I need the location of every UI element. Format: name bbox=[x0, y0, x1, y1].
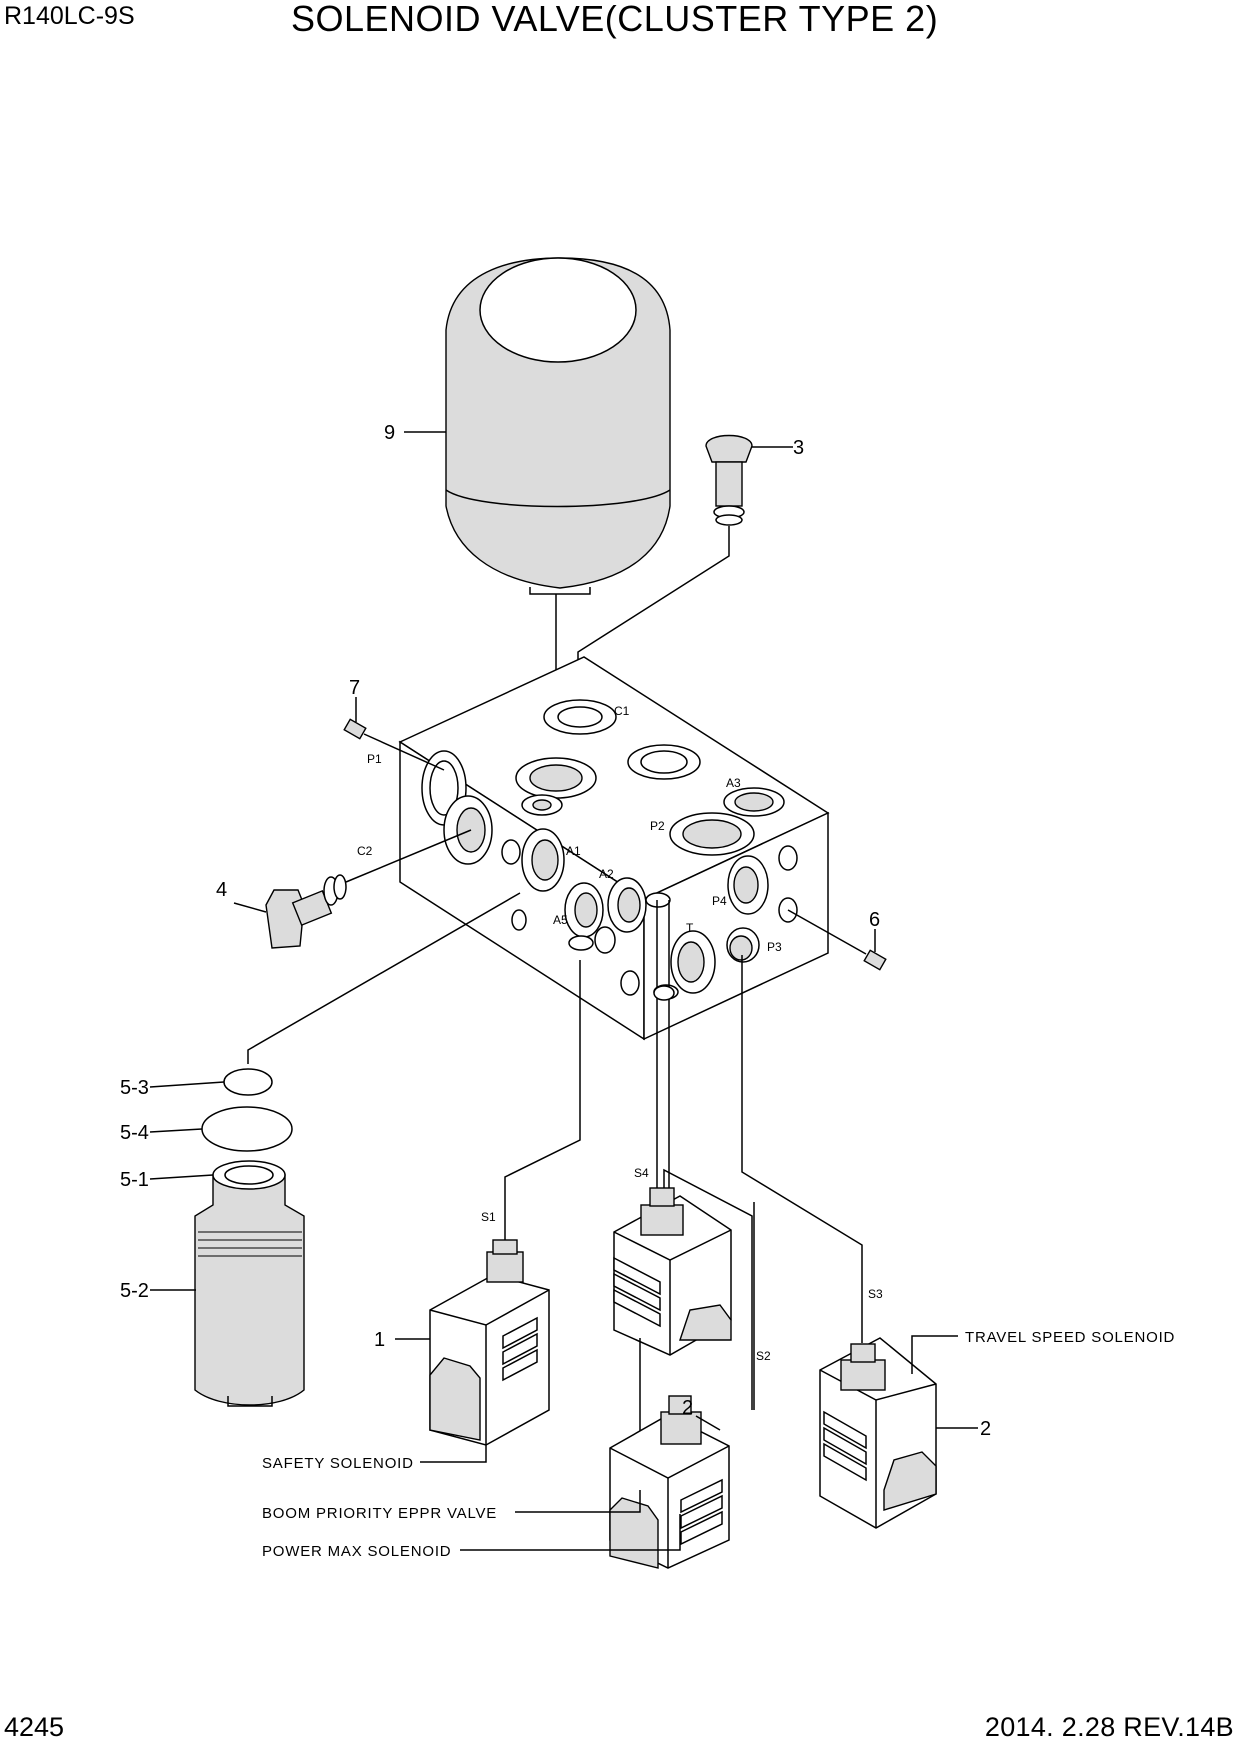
callout-leaders bbox=[149, 431, 793, 1340]
plug-6 bbox=[787, 909, 887, 971]
model-code: R140LC-9S bbox=[4, 2, 135, 30]
port-p4: P4 bbox=[712, 894, 727, 908]
callout-6: 6 bbox=[869, 909, 880, 931]
callout-2-upper: 2 bbox=[682, 1397, 693, 1419]
port-a3: A3 bbox=[726, 776, 741, 790]
plug-7 bbox=[343, 697, 445, 771]
callout-5-3: 5-3 bbox=[120, 1077, 149, 1099]
label-safety-solenoid: SAFETY SOLENOID bbox=[262, 1455, 414, 1472]
port-labels: C1 P1 A3 P2 C2 A1 A2 A5 P4 T P3 S1 S4 S2… bbox=[357, 704, 883, 1363]
callout-5-4: 5-4 bbox=[120, 1122, 149, 1144]
port-c2: C2 bbox=[357, 844, 373, 858]
port-a5: A5 bbox=[553, 913, 568, 927]
port-s1: S1 bbox=[481, 1210, 496, 1224]
port-a2: A2 bbox=[599, 867, 614, 881]
callout-5-1: 5-1 bbox=[120, 1169, 149, 1191]
port-p2: P2 bbox=[650, 819, 665, 833]
connector-bolt-3 bbox=[577, 434, 753, 718]
port-s3: S3 bbox=[868, 1287, 883, 1301]
callout-3: 3 bbox=[793, 437, 804, 459]
callout-9: 9 bbox=[384, 422, 395, 444]
callout-7: 7 bbox=[349, 677, 360, 699]
callout-4: 4 bbox=[216, 879, 227, 901]
callout-2-right: 2 bbox=[980, 1418, 991, 1440]
solenoid-travel-speed bbox=[741, 955, 978, 1529]
port-s4: S4 bbox=[634, 1166, 649, 1180]
label-travel-speed-solenoid: TRAVEL SPEED SOLENOID bbox=[965, 1329, 1175, 1346]
revision-date: 2014. 2.28 REV.14B bbox=[984, 1712, 1234, 1742]
filter-cartridge bbox=[194, 892, 521, 1407]
callout-numbers: 9 3 7 4 6 5-3 5-4 5-1 5-2 1 2 2 bbox=[120, 422, 991, 1440]
page-number: 4245 bbox=[4, 1712, 65, 1742]
callout-5-2: 5-2 bbox=[120, 1280, 149, 1302]
page-title: SOLENOID VALVE(CLUSTER TYPE 2) bbox=[291, 0, 939, 39]
callout-1: 1 bbox=[374, 1329, 385, 1351]
port-p3: P3 bbox=[767, 940, 782, 954]
component-labels: TRAVEL SPEED SOLENOID SAFETY SOLENOID BO… bbox=[262, 1329, 1175, 1560]
port-a1: A1 bbox=[566, 844, 581, 858]
solenoid-boom-power bbox=[460, 1338, 730, 1569]
port-t: T bbox=[686, 921, 694, 935]
port-p1: P1 bbox=[367, 752, 382, 766]
label-boom-priority-eppr-valve: BOOM PRIORITY EPPR VALVE bbox=[262, 1505, 497, 1522]
solenoid-safety bbox=[420, 960, 581, 1463]
accumulator bbox=[445, 257, 671, 800]
solenoid-s4 bbox=[613, 900, 753, 1410]
port-c1: C1 bbox=[614, 704, 630, 718]
label-power-max-solenoid: POWER MAX SOLENOID bbox=[262, 1543, 451, 1560]
port-s2: S2 bbox=[756, 1349, 771, 1363]
connector-bolt-4 bbox=[265, 829, 472, 949]
